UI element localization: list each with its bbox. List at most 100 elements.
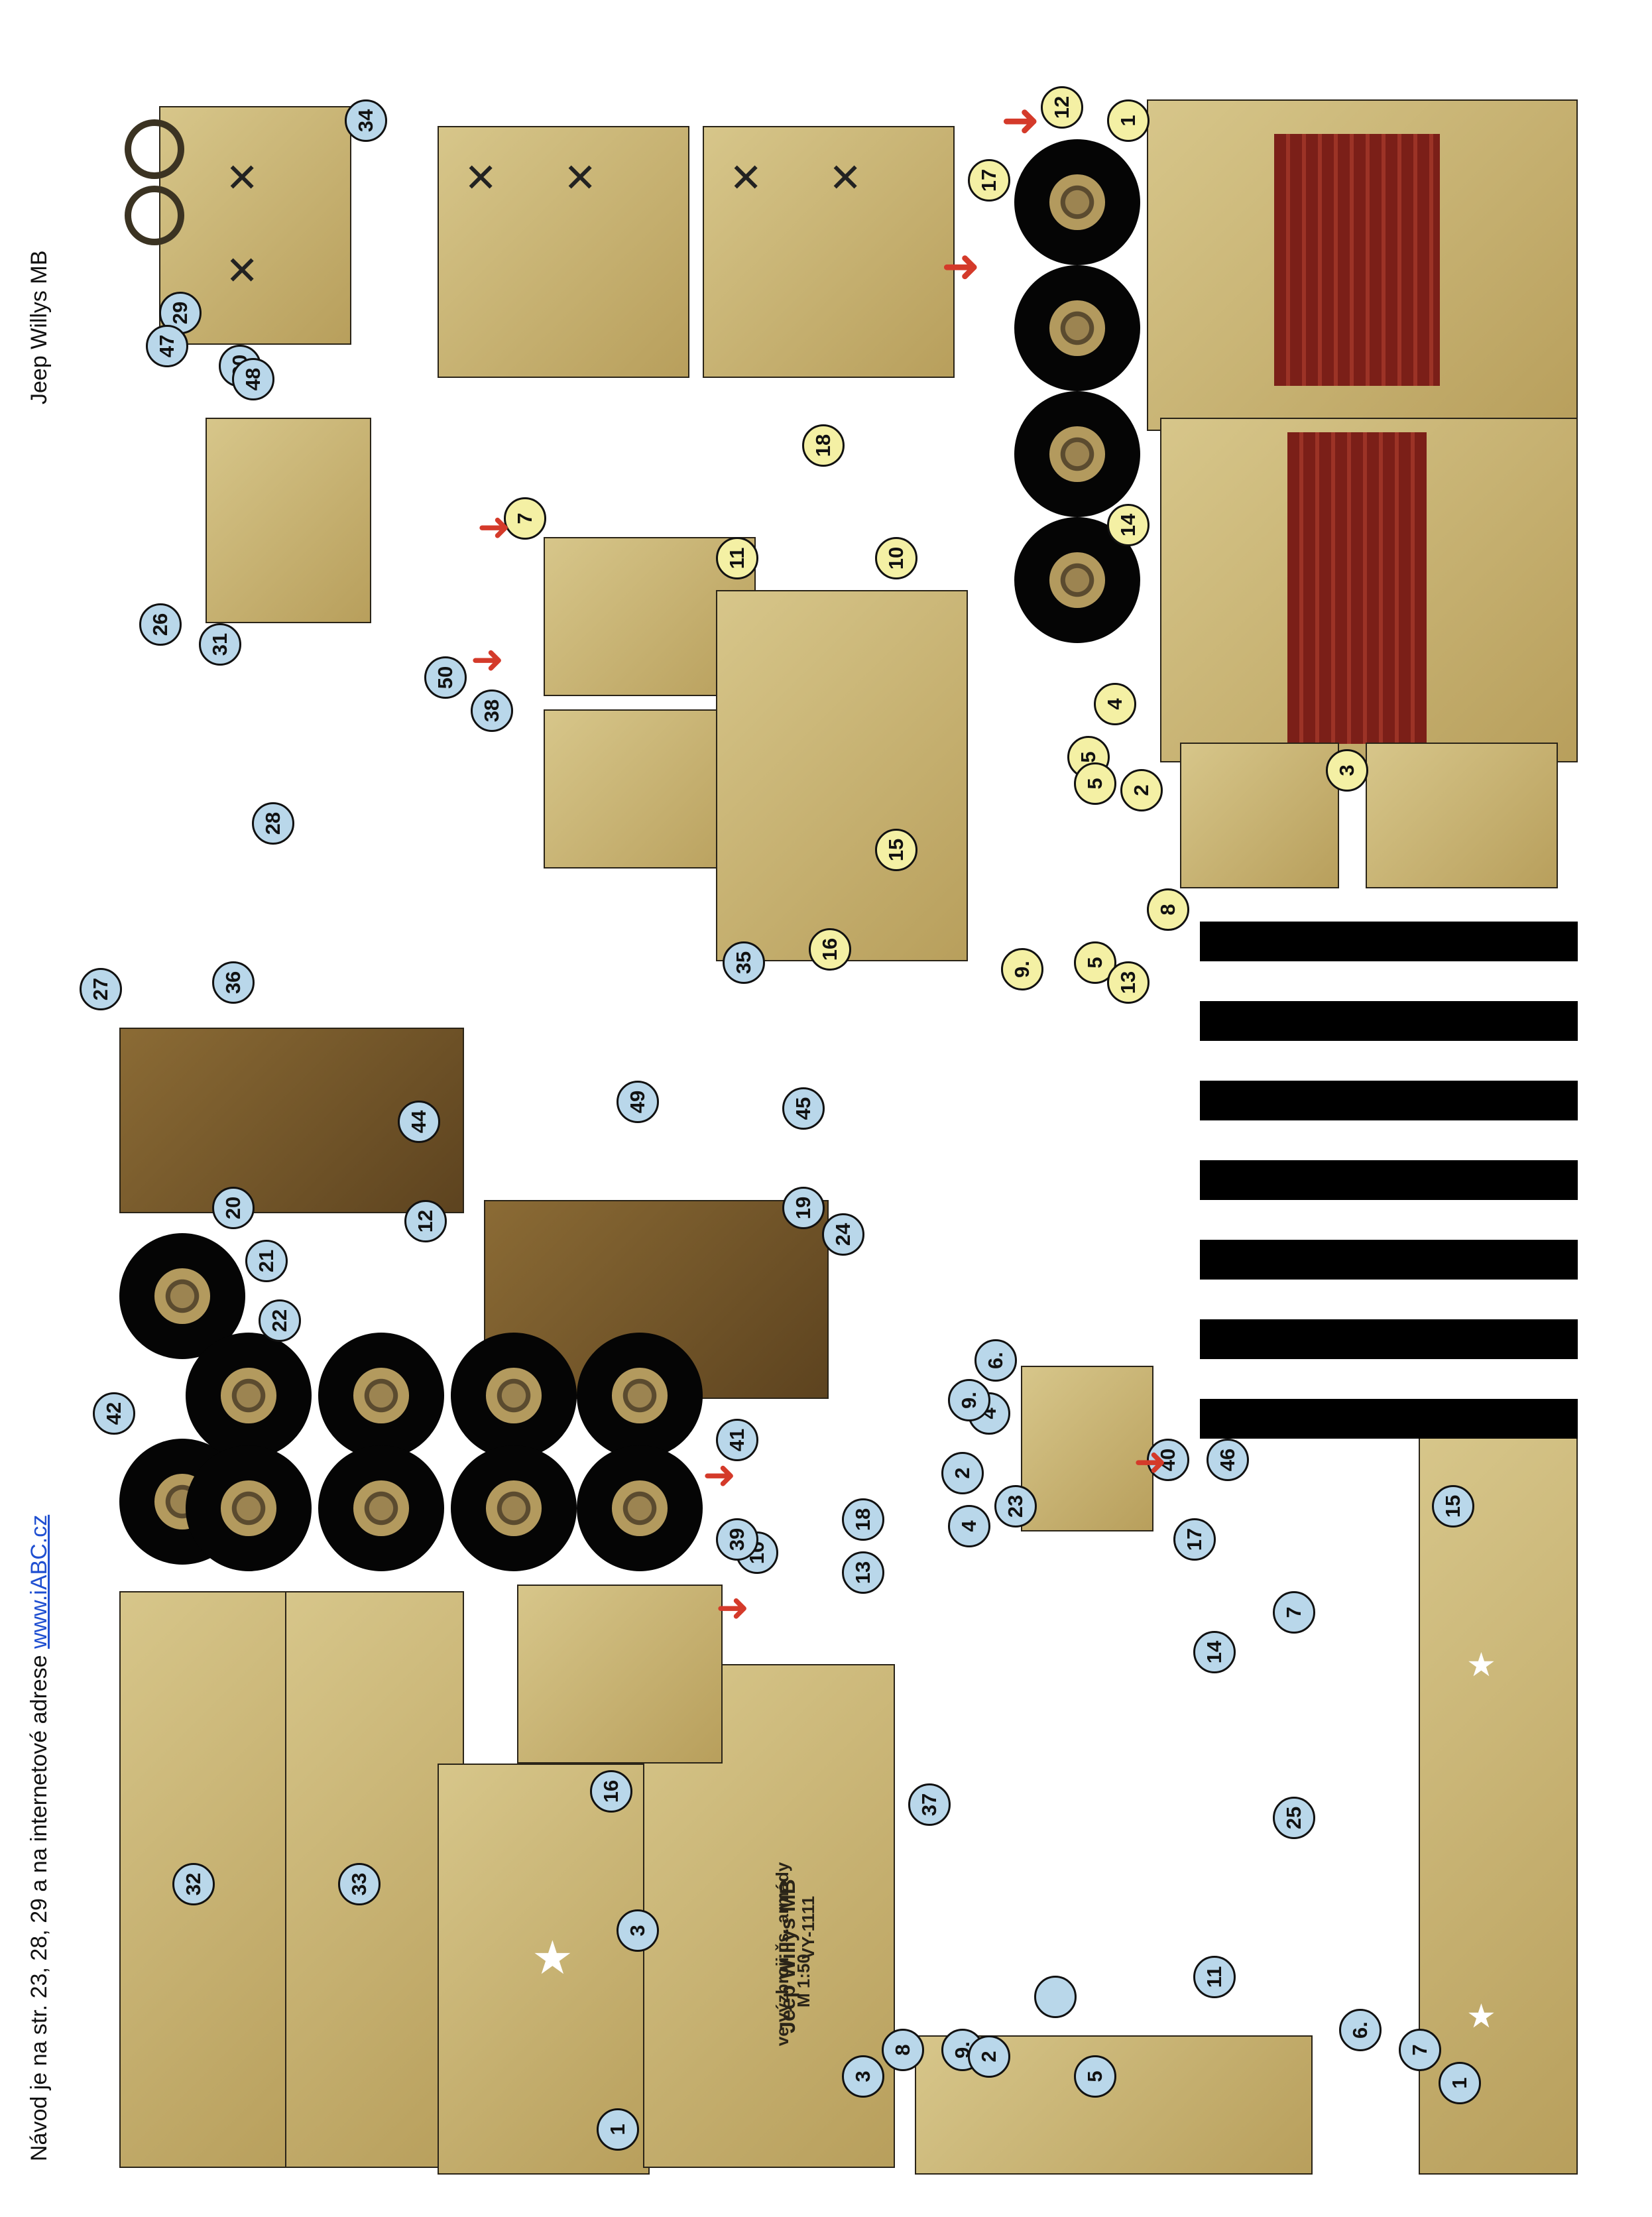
arrow-icon: ➜ <box>941 239 980 293</box>
part-number-badge: 2 <box>941 1452 984 1494</box>
steering-wheel-icon <box>125 119 184 179</box>
part-number-badge: 2 <box>968 2035 1010 2078</box>
part-number-badge: 47 <box>146 325 188 367</box>
part-number-badge: 38 <box>471 689 513 732</box>
stripe-3 <box>1200 1081 1578 1120</box>
wheel-9 <box>318 1333 444 1459</box>
part-box-30 <box>206 418 371 623</box>
part-bed <box>1160 418 1578 762</box>
wheel-8 <box>186 1445 312 1571</box>
part-number-badge-yellow: 10 <box>875 537 917 579</box>
part-number-badge: 34 <box>345 99 387 142</box>
part-number-badge: 28 <box>252 802 294 845</box>
stripe-7 <box>1200 1399 1578 1439</box>
star-icon-2: ★ <box>1466 1646 1496 1684</box>
part-number-badge: 5 <box>1074 2055 1116 2098</box>
wheel-12 <box>451 1445 577 1571</box>
steering-wheel-icon <box>125 186 184 245</box>
cross-icon-2: ✕ <box>558 160 605 194</box>
part-number-badge-yellow: 16 <box>809 928 851 971</box>
part-number-badge: 35 <box>723 941 765 984</box>
part-number-badge: 20 <box>212 1187 255 1229</box>
side-title-model: Jeep Willys MB <box>27 250 52 404</box>
part-number-badge <box>1034 1976 1077 2018</box>
part-number-badge: 4 <box>948 1505 990 1547</box>
part-number-badge-yellow: 18 <box>802 424 845 467</box>
part-number-badge: 18 <box>842 1498 884 1541</box>
part-number-badge: 37 <box>908 1783 951 1826</box>
wheel-3 <box>1014 391 1140 517</box>
part-number-badge: 7 <box>1399 2029 1441 2071</box>
part-number-badge: 21 <box>245 1240 288 1282</box>
part-number-badge: 14 <box>1193 1631 1236 1673</box>
part-floor <box>1147 99 1578 431</box>
part-number-badge: 27 <box>80 968 122 1010</box>
part-number-badge: 25 <box>1273 1797 1315 1839</box>
part-number-badge-yellow: 1 <box>1107 99 1150 142</box>
arrow-icon: ➜ <box>703 1452 737 1498</box>
part-grille <box>1021 1366 1153 1531</box>
arrow-icon: ➜ <box>471 636 504 683</box>
part-number-badge: 17 <box>1173 1518 1216 1561</box>
part-number-badge-yellow: 13 <box>1107 961 1150 1004</box>
part-number-badge: 12 <box>404 1200 447 1242</box>
wheel-14 <box>577 1445 703 1571</box>
stripe-6 <box>1200 1319 1578 1359</box>
stripe-2 <box>1200 1001 1578 1041</box>
part-number-badge-yellow: 4 <box>1094 683 1136 725</box>
part-number-badge-yellow: 15 <box>875 829 917 871</box>
part-number-badge: 6. <box>1339 2009 1382 2051</box>
part-number-badge: 23 <box>994 1485 1037 1528</box>
part-number-badge: 32 <box>172 1863 215 1905</box>
part-panel-15 <box>716 590 968 961</box>
part-seat-2 <box>1180 743 1339 888</box>
part-number-badge: 42 <box>93 1392 135 1435</box>
wheel-13 <box>577 1333 703 1459</box>
part-number-badge: 36 <box>212 961 255 1004</box>
part-number-badge: 3 <box>842 2055 884 2098</box>
part-number-badge: 31 <box>199 623 241 666</box>
part-hood: ★ <box>438 1764 650 2175</box>
part-number-badge: 48 <box>232 358 274 400</box>
part-number-badge: 49 <box>617 1081 659 1123</box>
wheel-1 <box>1014 139 1140 265</box>
part-number-badge: 50 <box>424 656 467 699</box>
part-number-badge: 45 <box>782 1087 825 1130</box>
part-number-badge-yellow: 17 <box>968 159 1010 202</box>
part-number-badge: 11 <box>1193 1956 1236 1998</box>
cross-icon-5: ✕ <box>220 160 267 194</box>
cross-icon: ✕ <box>459 160 506 194</box>
wheel-7 <box>186 1333 312 1459</box>
wheel-2 <box>1014 265 1140 391</box>
arrow-icon: ➜ <box>716 1585 750 1631</box>
part-number-badge: 26 <box>139 603 182 646</box>
star-icon-3: ★ <box>1466 1997 1496 2035</box>
part-number-badge: 33 <box>338 1863 381 1905</box>
wheel-11 <box>451 1333 577 1459</box>
cross-icon-6: ✕ <box>220 253 267 287</box>
cross-icon-3: ✕ <box>724 160 771 194</box>
part-number-badge: 19 <box>782 1187 825 1229</box>
part-number-badge: 15 <box>1432 1485 1474 1528</box>
stripe-5 <box>1200 1240 1578 1280</box>
part-number-badge: 7 <box>1273 1591 1315 1634</box>
floor-wood <box>1274 134 1440 386</box>
part-number-badge: 1 <box>597 2108 639 2151</box>
part-number-badge: 3 <box>617 1909 659 1952</box>
part-number-badge: 6. <box>974 1339 1017 1382</box>
bed-wood <box>1287 432 1427 744</box>
part-number-badge: 13 <box>842 1551 884 1594</box>
part-bench-16 <box>517 1585 723 1764</box>
part-number-badge-yellow: 9. <box>1001 948 1043 990</box>
instructions-link[interactable]: www.iABC.cz <box>27 1514 52 1649</box>
stripe-4 <box>1200 1160 1578 1200</box>
part-number-badge-yellow: 2 <box>1120 769 1163 811</box>
part-number-badge-yellow: 12 <box>1041 86 1083 129</box>
part-number-badge: 8 <box>882 2029 924 2071</box>
part-number-badge: 9. <box>948 1379 990 1421</box>
cutout-sheet: ★ Jeep Willys MB ve výzbroji čs. armády … <box>80 73 1578 2181</box>
part-number-badge-yellow: 8 <box>1147 888 1189 931</box>
part-number-badge: 44 <box>398 1101 440 1143</box>
part-number-badge-yellow: 11 <box>716 537 758 579</box>
arrow-icon: ➜ <box>1001 93 1040 147</box>
